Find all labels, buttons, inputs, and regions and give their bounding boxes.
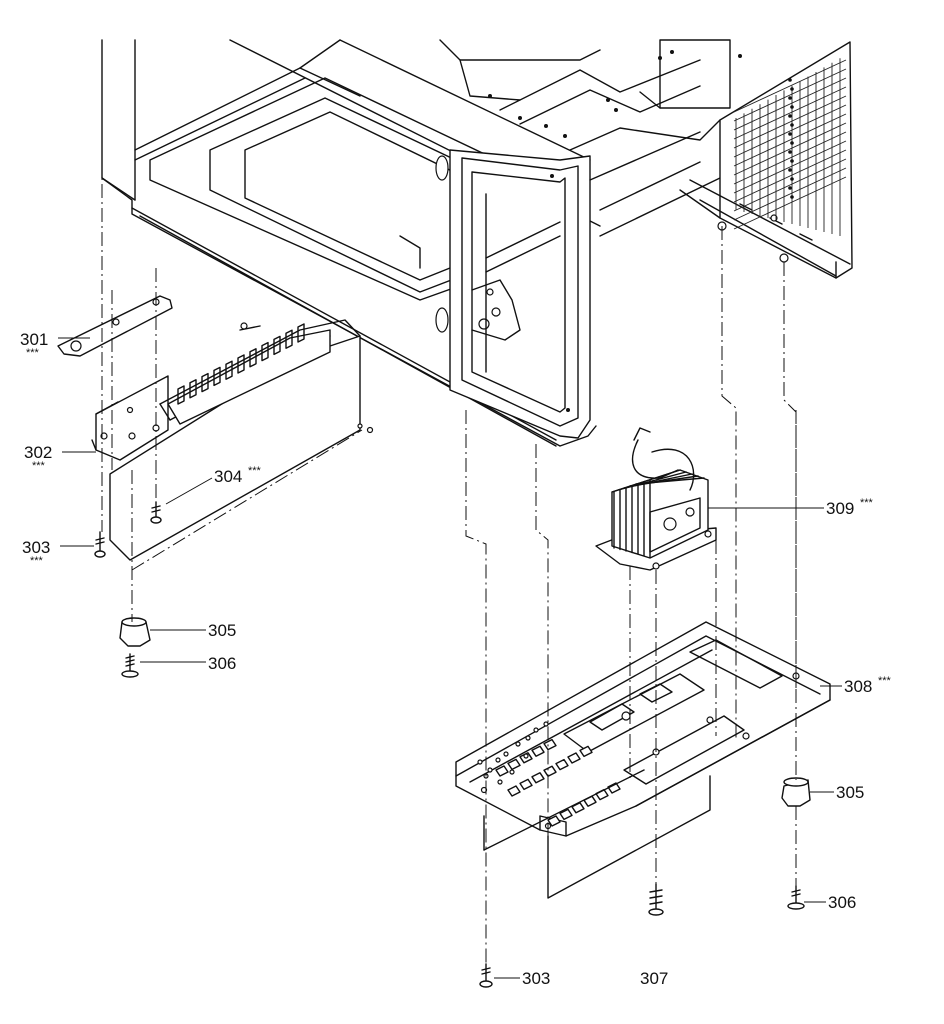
callout-305-right: 305 [836, 783, 864, 802]
callout-308-stars: *** [878, 675, 892, 687]
callout-301-stars: *** [26, 347, 40, 359]
callout-302: 302 [24, 443, 52, 462]
rear-vent-mesh [733, 58, 847, 236]
callout-301: 301 [20, 330, 48, 349]
callout-305-left: 305 [208, 621, 236, 640]
part-308-base-plate [455, 621, 831, 899]
callout-302-stars: *** [32, 460, 46, 472]
part-309-transformer [595, 427, 717, 571]
callout-306-right: 306 [828, 893, 856, 912]
callout-303-left-stars: *** [30, 555, 44, 567]
callout-304: 304 [214, 467, 242, 486]
callout-308: 308 [844, 677, 872, 696]
right-fasteners [479, 777, 811, 988]
callout-labels: 301 *** 302 *** 303 *** 304 *** 305 306 … [20, 330, 892, 988]
callout-306-left: 306 [208, 654, 236, 673]
part-301-plate [57, 295, 173, 357]
callout-307: 307 [640, 969, 668, 988]
part-305-foot-right [781, 779, 811, 807]
left-bracket-assembly [57, 40, 374, 678]
callout-303-bottom: 303 [522, 969, 550, 988]
callout-309: 309 [826, 499, 854, 518]
callout-304-stars: *** [248, 465, 262, 477]
callout-303-left: 303 [22, 538, 50, 557]
callout-leaders [58, 337, 842, 979]
callout-309-stars: *** [860, 497, 874, 509]
alignment-lines [465, 226, 797, 964]
